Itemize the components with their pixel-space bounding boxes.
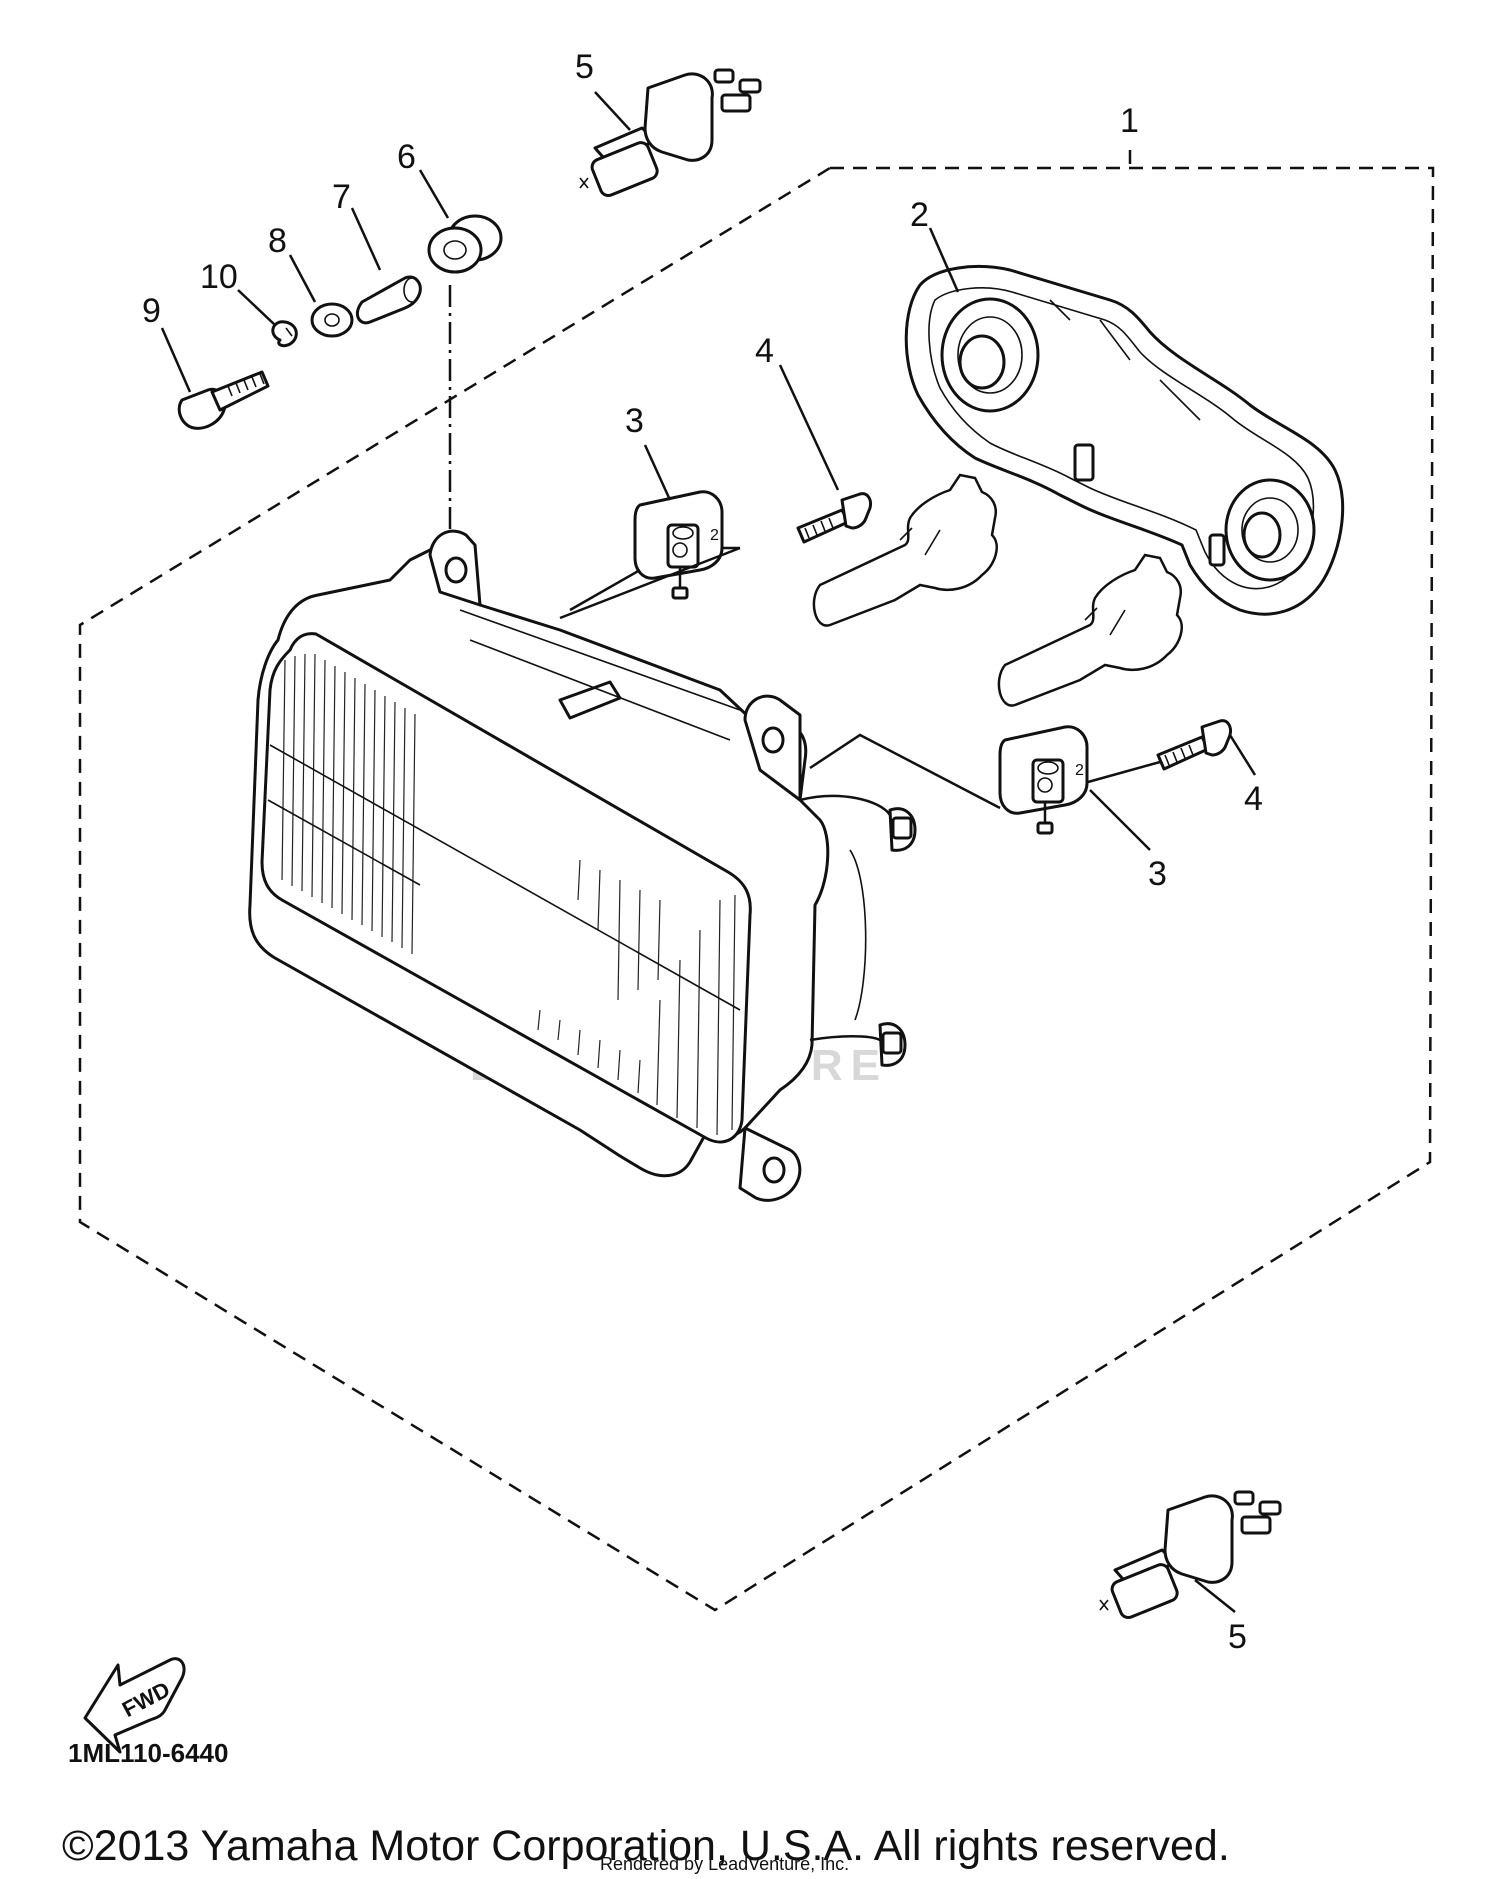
leader-10 — [237, 289, 276, 326]
assembly-boundary — [78, 166, 1435, 1612]
bulb-top — [579, 68, 762, 198]
adjuster-link-lower — [809, 733, 1001, 810]
callout-8: 8 — [268, 222, 287, 260]
ghost-bulb-upper — [812, 473, 998, 627]
adjuster-screw-link — [1087, 760, 1161, 784]
rendered-by-text: Rendered by LeadVenture, Inc. — [600, 1854, 849, 1874]
lens-hatching — [281, 653, 736, 1136]
svg-text:2: 2 — [1075, 762, 1084, 779]
washer-8 — [310, 302, 354, 338]
callout-5-bottom: 5 — [1228, 1618, 1247, 1656]
callout-10: 10 — [200, 258, 238, 296]
adjuster-3-upper: 2 — [633, 490, 724, 600]
diagram-code: 1ML110-6440 — [68, 1738, 228, 1768]
callout-3-lower: 3 — [1148, 855, 1167, 893]
headlight-unit — [248, 529, 917, 1202]
leader-3-lower — [1089, 789, 1151, 851]
callout-5-top: 5 — [575, 48, 594, 86]
leader-2 — [928, 227, 960, 293]
callout-9: 9 — [142, 292, 161, 330]
leader-6 — [418, 169, 450, 219]
leader-7 — [350, 207, 382, 271]
callout-4-lower: 4 — [1244, 780, 1263, 818]
leader-9 — [160, 327, 192, 393]
screw-4-upper — [796, 492, 872, 544]
leader-5-bottom — [1194, 1579, 1236, 1613]
leader-4-upper — [778, 364, 840, 491]
housing-cover-2 — [904, 264, 1345, 616]
leader-3-upper — [643, 444, 672, 501]
callout-7: 7 — [332, 178, 351, 216]
forward-arrow-icon: FWD — [83, 1657, 186, 1754]
adjuster-link-upper-c — [559, 546, 741, 620]
svg-text:2: 2 — [710, 527, 719, 544]
adjuster-link-upper-b — [569, 568, 641, 612]
grommet-6 — [427, 214, 503, 274]
adjuster-3-lower: 2 — [998, 725, 1089, 835]
leader-4-lower — [1228, 734, 1257, 776]
leader-5-top — [594, 91, 631, 131]
copyright-text: ©2013 Yamaha Motor Corporation, U.S.A. A… — [62, 1822, 1230, 1870]
leader-8 — [288, 254, 317, 303]
screw-4-lower — [1156, 719, 1232, 771]
callout-3-upper: 3 — [625, 402, 644, 440]
callout-2: 2 — [910, 196, 929, 234]
callout-4-upper: 4 — [755, 332, 774, 370]
collar-7 — [356, 275, 422, 325]
callout-6: 6 — [397, 138, 416, 176]
ghost-bulb-lower — [997, 553, 1183, 707]
bulb-bottom — [1099, 1490, 1282, 1620]
callout-1: 1 — [1120, 102, 1139, 140]
bolt-9 — [177, 370, 270, 430]
spring-washer-10 — [271, 320, 298, 348]
